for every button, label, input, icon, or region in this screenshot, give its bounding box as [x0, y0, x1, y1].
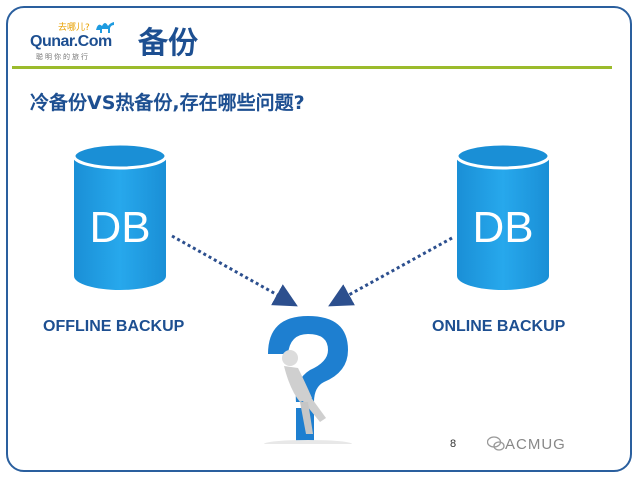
watermark-text: ACMUG — [505, 436, 566, 453]
offline-backup-label: OFFLINE BACKUP — [43, 318, 185, 335]
question-mark-thinker-icon — [264, 316, 352, 444]
db-left-text: DB — [89, 203, 150, 252]
camel-icon — [96, 22, 114, 33]
qunar-logo: 去哪儿? Qunar.Com 聪明你的旅行 — [30, 18, 122, 66]
title-divider — [12, 66, 612, 69]
slide-title: 备份 — [138, 26, 198, 61]
database-icon-right: DB — [455, 142, 551, 290]
database-icon-left: DB — [72, 142, 168, 290]
logo-main-text: Qunar.Com — [30, 33, 112, 50]
db-right-text: DB — [472, 203, 533, 252]
wechat-icon — [487, 436, 505, 451]
logo-chinese-text: 去哪儿? — [58, 23, 90, 33]
online-backup-label: ONLINE BACKUP — [432, 318, 566, 335]
page-number: 8 — [450, 438, 457, 450]
logo-tagline: 聪明你的旅行 — [36, 53, 90, 61]
slide-question: 冷备份VS热备份,存在哪些问题? — [30, 92, 305, 114]
